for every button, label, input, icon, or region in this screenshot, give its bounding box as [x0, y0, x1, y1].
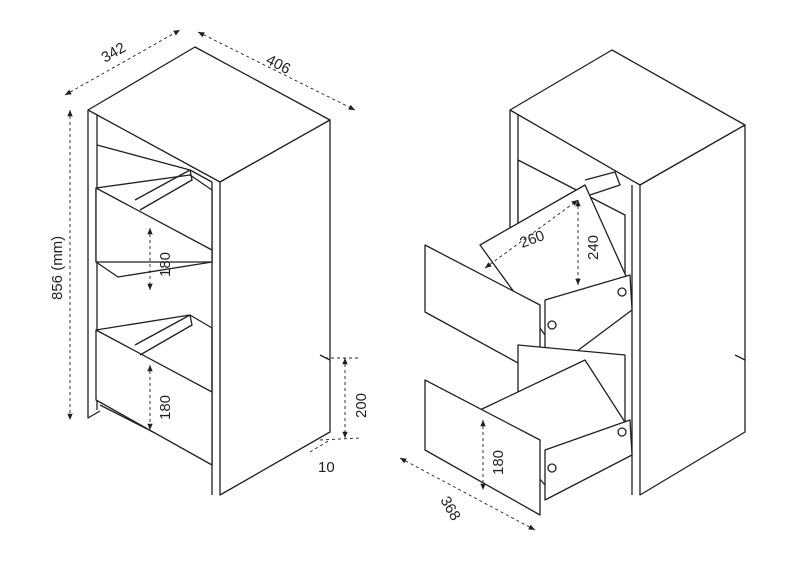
right-plinth-notch [734, 354, 746, 361]
left-cabinet-front-edge [87, 110, 101, 419]
left-drawer-1-front [95, 187, 213, 263]
right-cabinet-side [639, 124, 746, 496]
plinth-inset-label: 10 [318, 459, 335, 476]
width-label: 342 [99, 39, 129, 66]
drawer2-height-label: 180 [157, 395, 174, 420]
slide-screw-icon [547, 320, 557, 330]
left-drawer-2 [95, 329, 213, 466]
plinth-height-label: 200 [353, 393, 370, 418]
left-cabinet-side [219, 119, 331, 496]
drawer-inner-height-label: 240 [585, 235, 602, 260]
slide-screw-icon [617, 287, 627, 297]
height-label: 856 (mm) [49, 236, 66, 300]
left-drawer-1-rail [134, 169, 193, 211]
right-drawer-2-rail [544, 419, 633, 501]
depth-label: 406 [263, 51, 293, 78]
right-drawer-1-slide [584, 171, 621, 196]
slide-screw-icon [617, 427, 627, 437]
drawer1-height-label: 180 [157, 252, 174, 277]
left-drawer-2-rail [134, 314, 193, 356]
open-depth-label: 368 [437, 494, 464, 524]
left-cabinet [87, 46, 331, 496]
plinth-notch [319, 354, 331, 361]
right-drawer2-height-label: 180 [490, 450, 507, 475]
right-cabinet [424, 49, 746, 516]
slide-screw-icon [547, 463, 557, 473]
left-drawer-2-side [95, 314, 213, 392]
